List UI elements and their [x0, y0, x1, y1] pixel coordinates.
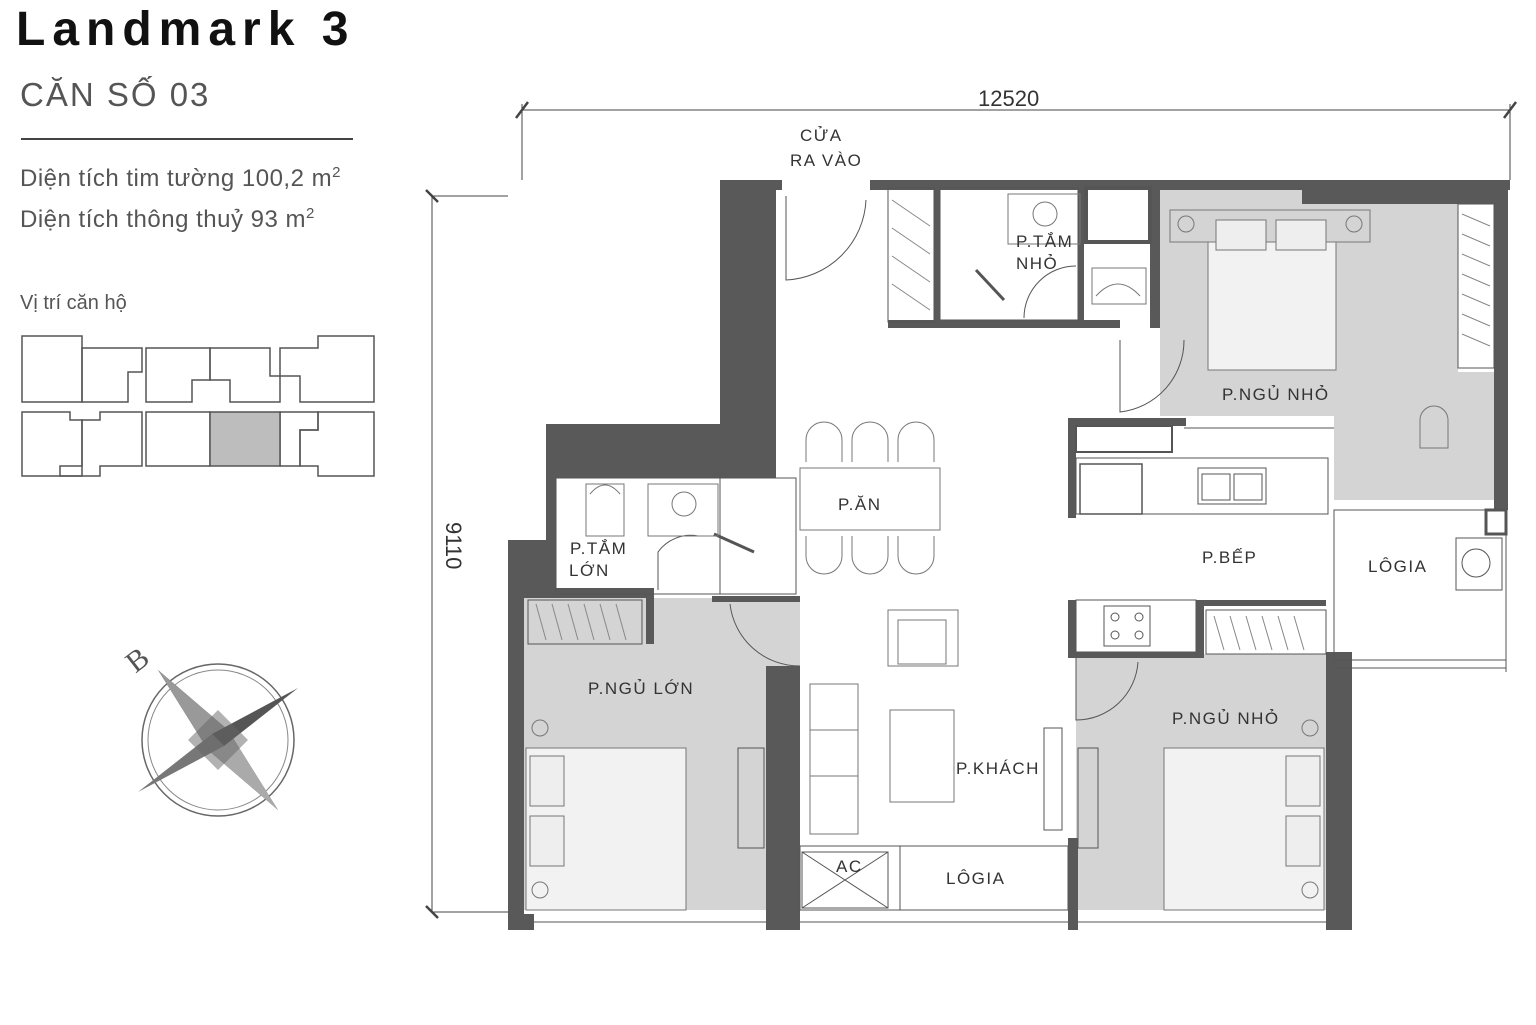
key-plan: [21, 335, 375, 477]
dimension-lines: [425, 101, 1517, 919]
height-dimension: 9110: [441, 522, 466, 569]
header-divider: [21, 138, 353, 140]
label-master-bath-2: LỚN: [569, 561, 610, 580]
label-loggia-right: LÔGIA: [1368, 557, 1427, 576]
label-loggia-bottom: LÔGIA: [946, 869, 1005, 888]
living-set: [809, 609, 959, 835]
wardrobe-hatching: [535, 199, 1491, 651]
project-title: Landmark 3: [16, 3, 356, 56]
label-entrance-2: RA VÀO: [790, 151, 862, 170]
label-small-bath-1: P.TẮM: [1016, 232, 1073, 251]
compass-icon: [138, 663, 298, 817]
key-plan-selected-unit: [209, 411, 281, 467]
label-master-bath-1: P.TẮM: [570, 539, 627, 558]
dining-set: [799, 421, 941, 575]
net-area: Diện tích thông thuỷ 93 m2: [20, 205, 315, 233]
unit-number: CĂN SỐ 03: [20, 76, 211, 113]
gross-area: Diện tích tim tường 100,2 m2: [20, 164, 341, 192]
walls: [508, 180, 1510, 930]
label-ac: AC: [836, 857, 863, 876]
label-small-bath-2: NHỎ: [1016, 254, 1058, 273]
label-dining: P.ĂN: [838, 495, 882, 514]
compass-north-label: B: [119, 641, 155, 679]
doors: [657, 196, 1185, 849]
label-entrance-1: CỬA: [800, 126, 843, 145]
label-bedroom-small-bottom: P.NGỦ NHỎ: [1172, 709, 1280, 728]
label-bedroom-small-top: P.NGỦ NHỎ: [1222, 385, 1330, 404]
label-kitchen: P.BẾP: [1202, 548, 1257, 567]
outlines: [527, 186, 1508, 923]
label-living: P.KHÁCH: [956, 759, 1040, 778]
bath-fixtures: [585, 193, 1147, 537]
beds: [525, 209, 1449, 911]
label-master-bedroom: P.NGỦ LỚN: [588, 679, 694, 698]
unit-position-label: Vị trí căn hộ: [20, 292, 127, 314]
width-dimension: 12520: [978, 86, 1039, 111]
